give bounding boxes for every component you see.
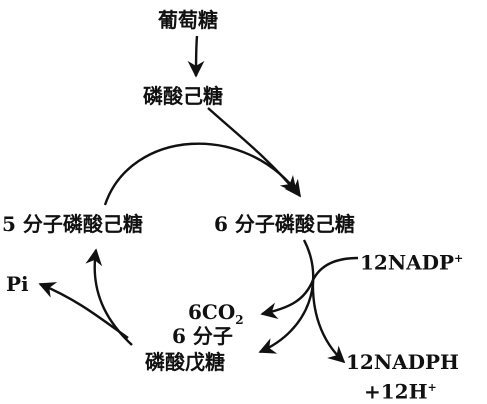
h-plus-label: +12H+ bbox=[364, 376, 437, 404]
five-hexose-phosphate-label: 5 分子磷酸己糖 bbox=[2, 212, 143, 236]
nadph-label: 12NADPH bbox=[346, 350, 459, 374]
arrow-glucose-to-hexose-phosphate bbox=[187, 35, 205, 78]
arrow-to-nadph bbox=[311, 279, 346, 364]
co2-subscript: 2 bbox=[235, 313, 244, 327]
nadp-text: 12NADP bbox=[360, 250, 455, 275]
h-plus-text: +12H bbox=[364, 379, 428, 404]
arrow-cycle-right bbox=[258, 239, 315, 354]
hexose-phosphate-label: 磷酸己糖 bbox=[143, 84, 223, 108]
pi-label: Pi bbox=[6, 272, 29, 296]
pentose-count-label: 6 分子 bbox=[172, 324, 233, 348]
arrow-to-pi bbox=[38, 282, 129, 339]
nadp-charge: + bbox=[454, 252, 464, 265]
arrow-nadp-in bbox=[311, 256, 359, 281]
glucose-label: 葡萄糖 bbox=[158, 8, 218, 32]
h-plus-charge: + bbox=[427, 381, 437, 394]
arrow-hexose-phosphate-to-six-hexose bbox=[207, 107, 298, 194]
pentose-phosphate-label: 磷酸戊糖 bbox=[145, 350, 225, 374]
co2-label: 6CO2 bbox=[188, 300, 244, 332]
co2-text: 6CO bbox=[188, 300, 236, 324]
arrow-cycle-top bbox=[103, 142, 301, 206]
arrow-cycle-left bbox=[85, 248, 133, 346]
arrow-to-co2 bbox=[260, 279, 315, 320]
nadp-label: 12NADP+ bbox=[360, 247, 463, 275]
six-hexose-phosphate-label: 6 分子磷酸己糖 bbox=[214, 212, 355, 236]
